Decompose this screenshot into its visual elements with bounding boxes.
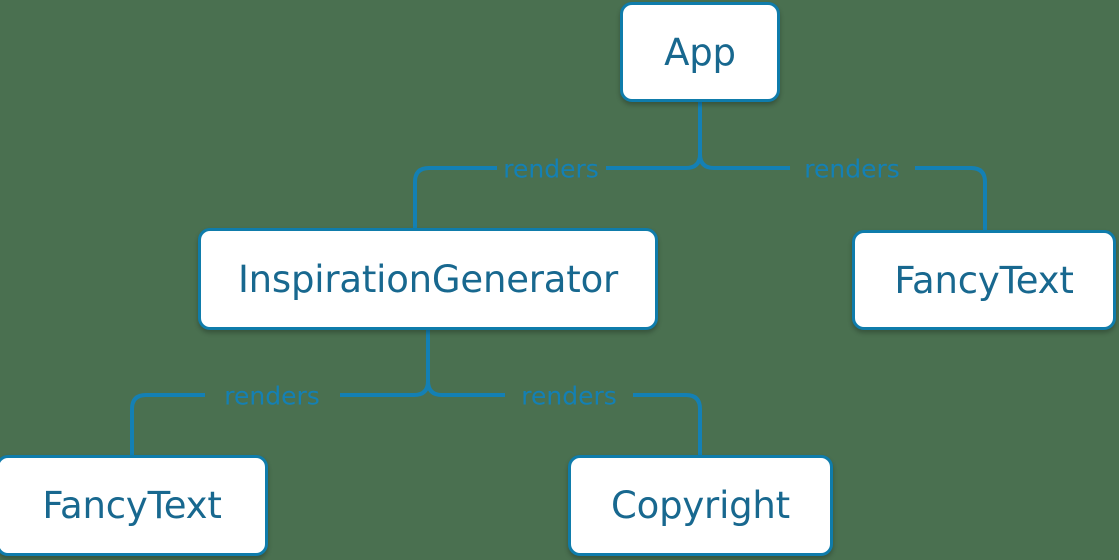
node-fancytext-top-label: FancyText	[894, 258, 1074, 302]
node-fancytext-bottom[interactable]: FancyText	[0, 455, 268, 556]
edge-label-inspirationgenerator-copyright: renders	[521, 381, 617, 411]
edge-label-inspirationgenerator-fancytext: renders	[224, 381, 320, 411]
edge-label-app-fancytext: renders	[804, 154, 900, 184]
node-fancytext-bottom-label: FancyText	[42, 484, 222, 527]
node-copyright[interactable]: Copyright	[568, 455, 833, 556]
node-inspirationgenerator-label: InspirationGenerator	[237, 257, 619, 301]
node-inspirationgenerator[interactable]: InspirationGenerator	[198, 228, 658, 330]
edge-app-to-inspgen	[413, 166, 497, 228]
edge-app-stem	[606, 102, 702, 170]
edge-label-app-inspirationgenerator: renders	[503, 154, 599, 184]
node-copyright-label: Copyright	[611, 484, 790, 527]
node-fancytext-top[interactable]: FancyText	[852, 230, 1116, 330]
edge-app-stem-right	[698, 153, 790, 170]
node-app-label: App	[664, 30, 736, 74]
edge-app-to-fancytext	[915, 166, 987, 230]
edge-inspgen-to-copyright	[633, 393, 702, 455]
node-app[interactable]: App	[620, 2, 780, 102]
edge-inspgen-stem-right	[426, 380, 505, 397]
edge-inspgen-to-fancytext	[130, 393, 205, 455]
edge-inspgen-stem	[340, 330, 430, 397]
